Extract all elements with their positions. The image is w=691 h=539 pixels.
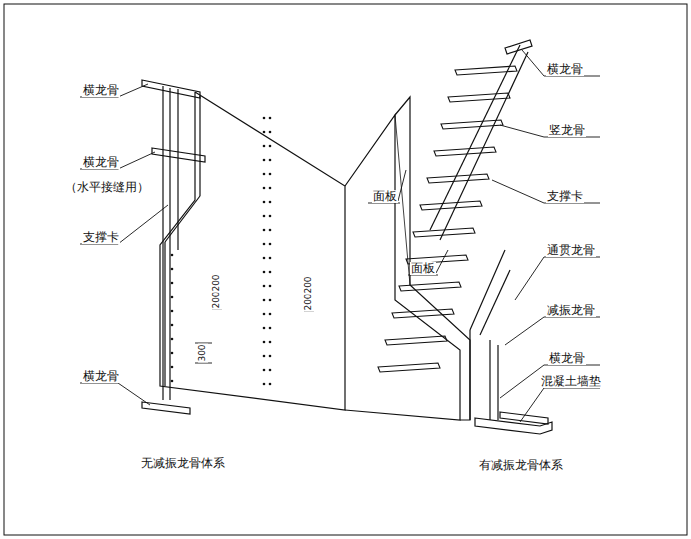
screw-dot [263, 201, 266, 204]
screw-dot [269, 313, 272, 316]
screw-dot [171, 366, 174, 369]
part-label: 无减振龙骨体系 [140, 457, 226, 470]
screw-dot [263, 131, 266, 134]
screw-dot [269, 257, 272, 260]
screw-dot [269, 229, 272, 232]
channel-bar [385, 336, 447, 345]
screw-dot [263, 187, 266, 190]
channel-bar [455, 66, 517, 75]
screw-dot [263, 229, 266, 232]
screw-dot [269, 145, 272, 148]
dimension-label: 200 [304, 275, 314, 294]
screw-dot [263, 355, 266, 358]
screw-dot [263, 173, 266, 176]
channel-bar [399, 282, 461, 291]
part-label: 横龙骨 [82, 84, 120, 97]
screw-dot [269, 131, 272, 134]
screw-dot [269, 341, 272, 344]
part-label: （水平接缝用） [64, 181, 150, 194]
channel-bar [420, 201, 482, 210]
dimension-label: 200 [304, 292, 314, 311]
screw-dot [171, 352, 174, 355]
screw-dot [263, 313, 266, 316]
screw-dot [263, 271, 266, 274]
channel-bar [434, 147, 496, 156]
screw-dot [269, 355, 272, 358]
screw-dot [269, 117, 272, 120]
screw-dot [171, 268, 174, 271]
screw-dot [171, 324, 174, 327]
screw-dot [263, 257, 266, 260]
screw-dot [269, 201, 272, 204]
part-label: 支撑卡 [546, 190, 584, 203]
screw-dot [269, 299, 272, 302]
screw-dot [263, 243, 266, 246]
screw-dot [269, 215, 272, 218]
screw-dot [171, 296, 174, 299]
screw-dot [263, 117, 266, 120]
part-label: 面板 [372, 190, 398, 203]
part-label: 横龙骨 [82, 370, 120, 383]
screw-dot [263, 285, 266, 288]
part-label: 横龙骨 [546, 63, 584, 76]
part-label: 横龙骨 [82, 156, 120, 169]
part-label: 面板 [410, 262, 436, 275]
screw-dot [269, 327, 272, 330]
part-label: 混凝土墙垫 [540, 375, 602, 388]
screw-dot [269, 383, 272, 386]
screw-dot [263, 159, 266, 162]
screw-dot [171, 380, 174, 383]
screw-dot [263, 145, 266, 148]
part-label: 支撑卡 [82, 231, 120, 244]
screw-dot [171, 254, 174, 257]
dimension-label: 300 [198, 343, 208, 362]
screw-dot [263, 383, 266, 386]
screw-dot [171, 282, 174, 285]
screw-dot [269, 285, 272, 288]
screw-dot [263, 215, 266, 218]
channel-bar [378, 363, 440, 372]
part-label: 减振龙骨 [546, 304, 596, 317]
part-label: 竖龙骨 [548, 124, 586, 137]
screw-dot [269, 369, 272, 372]
channel-bar [413, 228, 475, 237]
screw-dot [171, 338, 174, 341]
part-label: 有减振龙骨体系 [478, 459, 564, 472]
dimension-label: 200 [212, 273, 222, 292]
screw-dot [269, 243, 272, 246]
screw-dot [263, 327, 266, 330]
screw-dot [269, 187, 272, 190]
dimension-label: 200 [212, 290, 222, 309]
screw-dot [171, 310, 174, 313]
part-label: 横龙骨 [548, 352, 586, 365]
channel-bar [441, 120, 503, 129]
channel-bar [392, 309, 454, 318]
screw-dot [269, 271, 272, 274]
screw-dot [269, 159, 272, 162]
screw-dot [269, 173, 272, 176]
screw-dot [263, 369, 266, 372]
screw-dot [263, 341, 266, 344]
part-label: 通贯龙骨 [546, 244, 596, 257]
channel-bar [448, 93, 510, 102]
screw-dot [263, 299, 266, 302]
channel-bar [427, 174, 489, 183]
